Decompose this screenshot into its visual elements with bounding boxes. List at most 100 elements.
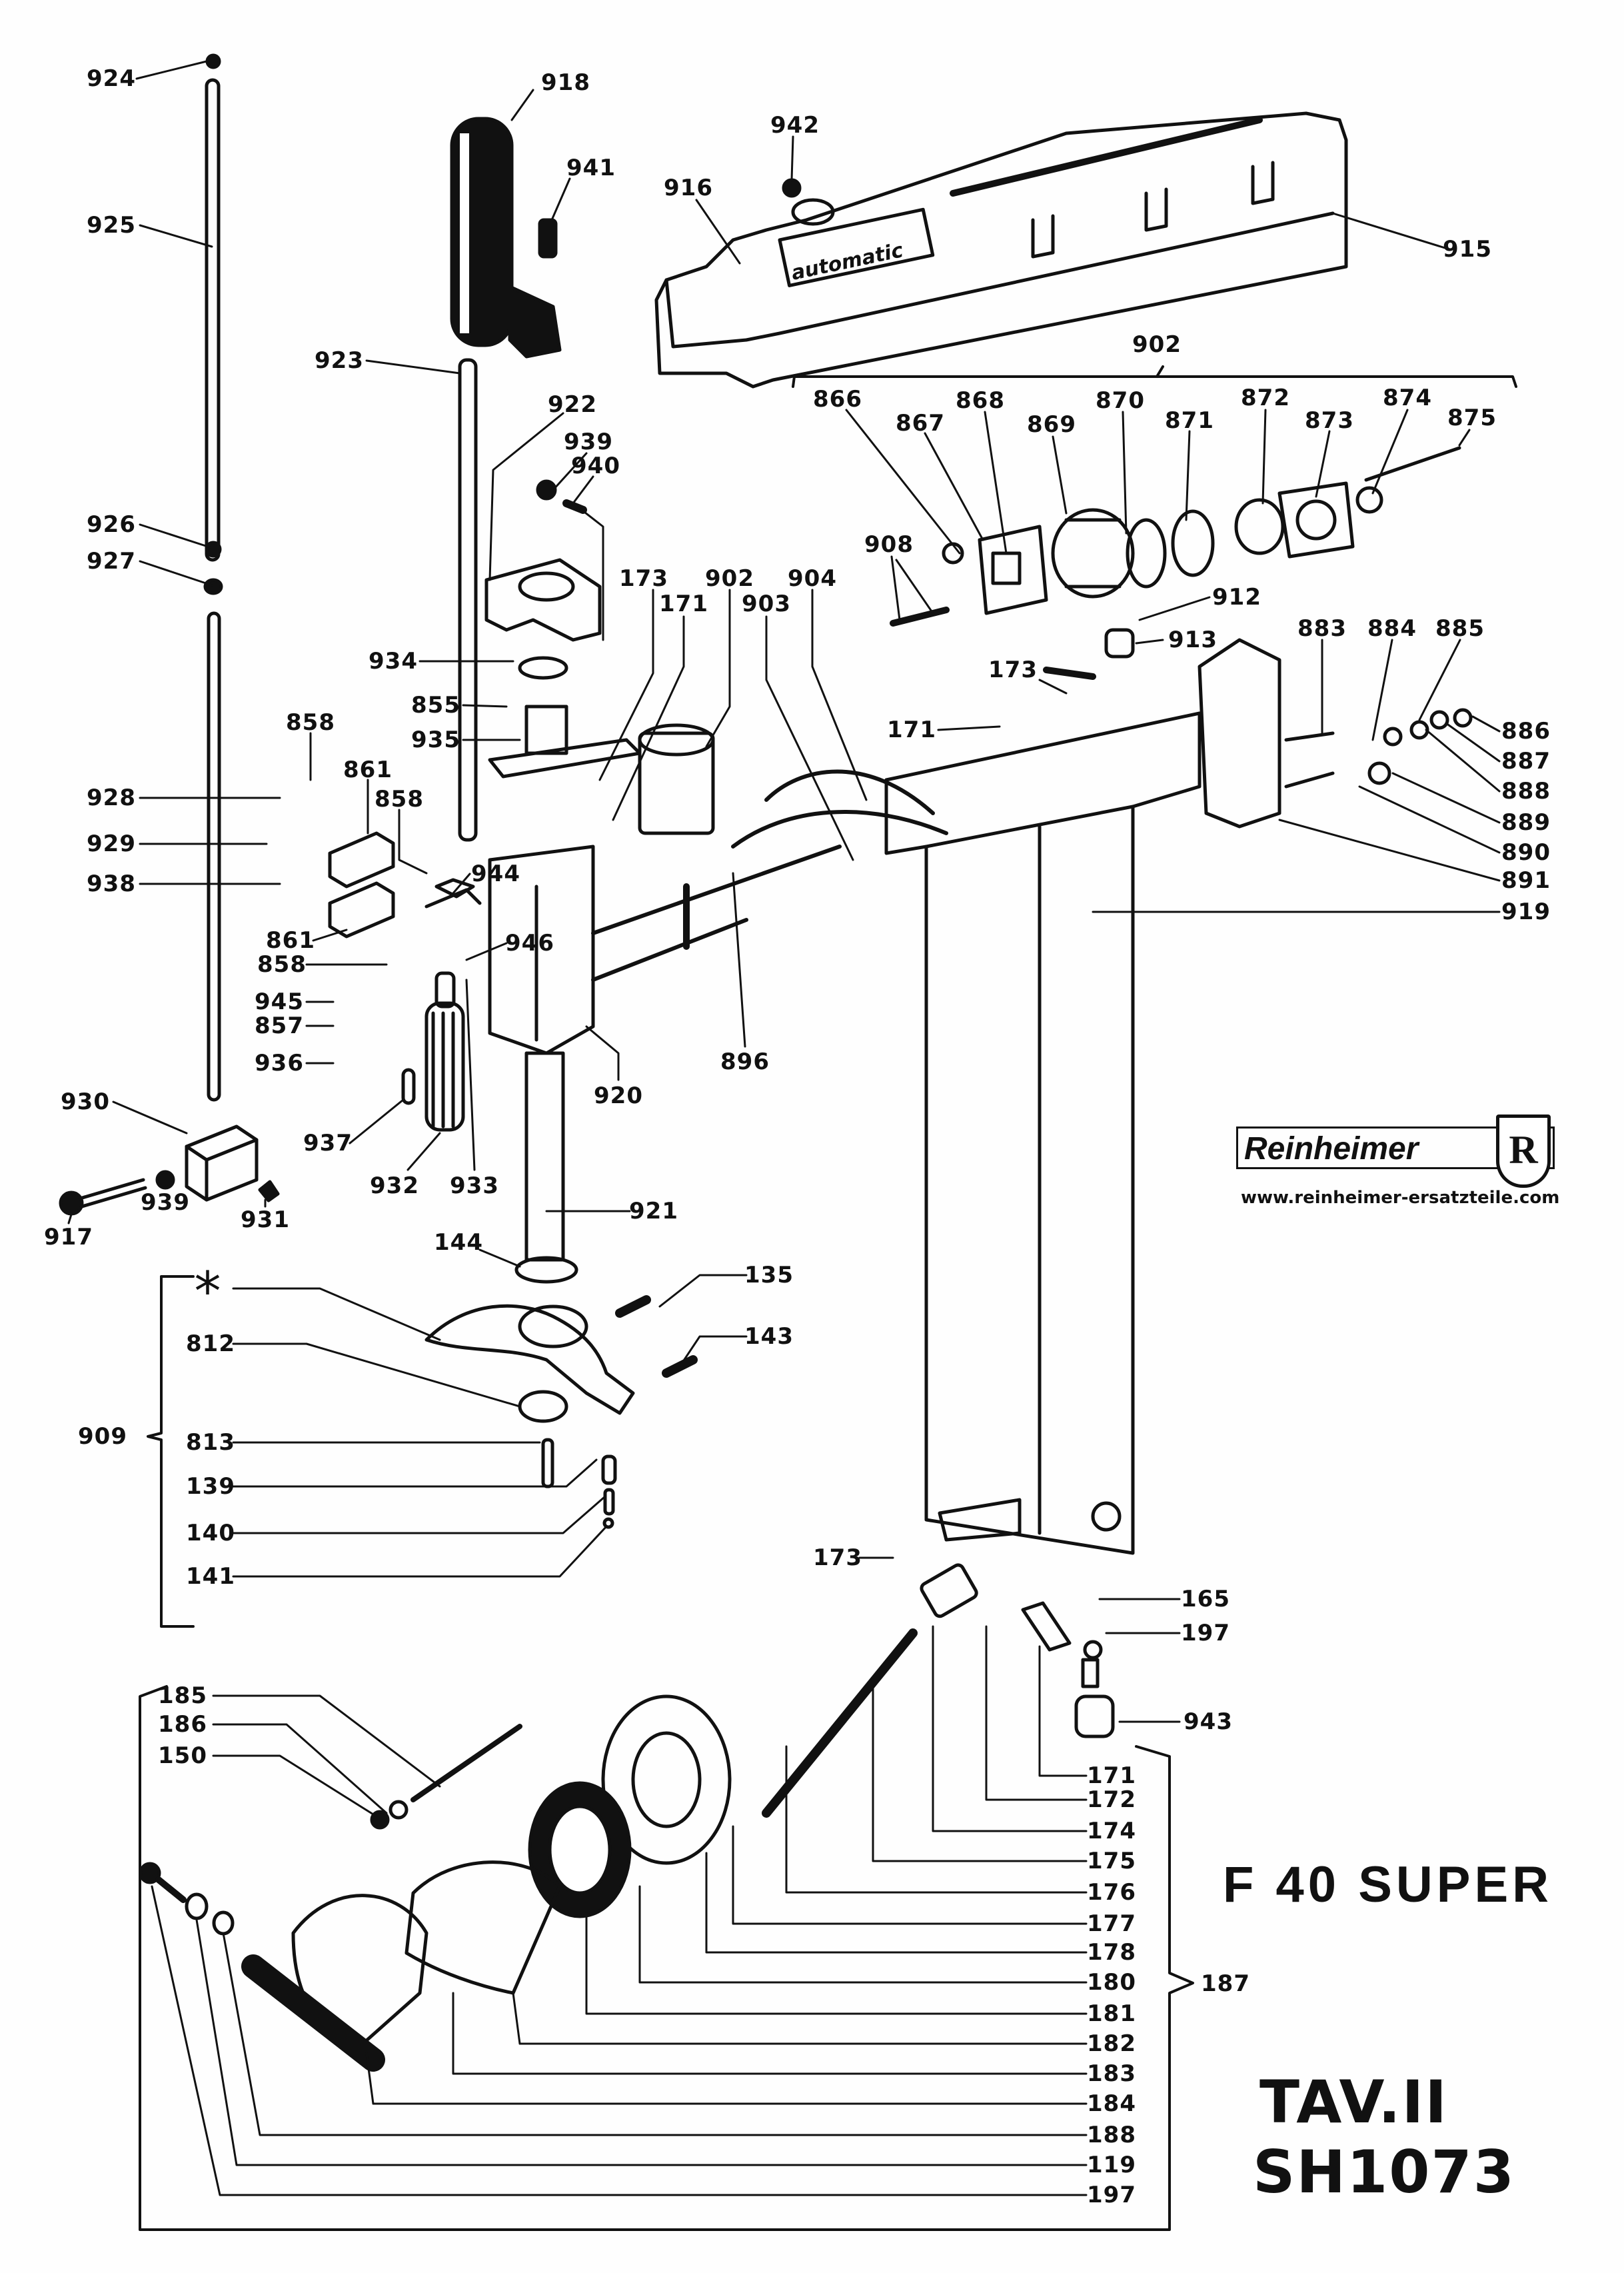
label-884: 884 bbox=[1367, 615, 1417, 642]
assembly-187-bracket bbox=[139, 1685, 1194, 2231]
label-182: 182 bbox=[1087, 2030, 1136, 2057]
label-927: 927 bbox=[87, 548, 136, 575]
label-177: 177 bbox=[1087, 1910, 1136, 1937]
label-913: 913 bbox=[1168, 627, 1218, 653]
label-139: 139 bbox=[186, 1473, 235, 1500]
label-916: 916 bbox=[664, 175, 713, 201]
pin-937 bbox=[401, 1068, 416, 1105]
label-925: 925 bbox=[87, 212, 136, 239]
shield-icon: R bbox=[1496, 1115, 1551, 1188]
label-939: 939 bbox=[564, 429, 613, 455]
label-939-b: 939 bbox=[141, 1189, 190, 1216]
label-144: 144 bbox=[434, 1229, 483, 1256]
label-917: 917 bbox=[44, 1224, 93, 1250]
label-944: 944 bbox=[471, 861, 520, 887]
label-929: 929 bbox=[87, 831, 136, 857]
label-185: 185 bbox=[158, 1682, 207, 1709]
label-171: 171 bbox=[659, 591, 708, 617]
label-813: 813 bbox=[186, 1429, 235, 1456]
label-902: 902 bbox=[705, 565, 754, 592]
label-945: 945 bbox=[255, 989, 304, 1015]
label-135: 135 bbox=[744, 1262, 794, 1288]
label-940: 940 bbox=[571, 453, 620, 479]
label-141: 141 bbox=[186, 1563, 235, 1590]
label-921: 921 bbox=[629, 1198, 678, 1224]
label-140: 140 bbox=[186, 1520, 235, 1546]
label-920: 920 bbox=[594, 1083, 643, 1109]
label-866: 866 bbox=[813, 386, 862, 413]
label-861: 861 bbox=[343, 757, 393, 783]
label-887: 887 bbox=[1501, 748, 1551, 775]
label-941: 941 bbox=[566, 155, 616, 181]
label-934: 934 bbox=[369, 648, 418, 675]
label-173-c: 173 bbox=[813, 1544, 862, 1571]
label-857: 857 bbox=[255, 1013, 304, 1039]
label-875: 875 bbox=[1447, 405, 1497, 431]
label-930: 930 bbox=[61, 1089, 110, 1115]
label-885: 885 bbox=[1435, 615, 1485, 642]
label-171-c: 171 bbox=[1087, 1762, 1136, 1789]
label-174: 174 bbox=[1087, 1818, 1136, 1844]
assembly-909-bracket bbox=[147, 1275, 195, 1628]
bolt-908 bbox=[890, 607, 950, 627]
label-890: 890 bbox=[1501, 839, 1551, 866]
label-197: 197 bbox=[1181, 1620, 1230, 1646]
label-891: 891 bbox=[1501, 867, 1551, 894]
logo-text: Reinheimer bbox=[1244, 1131, 1419, 1166]
label-883: 883 bbox=[1297, 615, 1347, 642]
pin-173 bbox=[1043, 667, 1096, 680]
label-935: 935 bbox=[411, 727, 460, 753]
label-173-b: 173 bbox=[988, 657, 1038, 683]
logo-frame bbox=[1236, 1127, 1555, 1169]
label-946: 946 bbox=[505, 930, 554, 957]
rod-923 bbox=[458, 358, 478, 842]
column-918 bbox=[450, 117, 562, 359]
cam-assembly-909 bbox=[424, 1295, 698, 1529]
knob-932 bbox=[424, 971, 465, 1132]
label-889: 889 bbox=[1501, 809, 1551, 836]
label-874: 874 bbox=[1383, 385, 1432, 411]
label-909-group: 909 bbox=[78, 1423, 127, 1450]
label-942: 942 bbox=[770, 112, 820, 139]
label-119: 119 bbox=[1087, 2152, 1136, 2178]
label-937: 937 bbox=[303, 1130, 353, 1156]
label-858: 858 bbox=[286, 709, 335, 736]
label-922: 922 bbox=[548, 391, 597, 418]
label-175: 175 bbox=[1087, 1848, 1136, 1874]
website-url[interactable]: www.reinheimer-ersatzteile.com bbox=[1241, 1188, 1560, 1208]
label-176: 176 bbox=[1087, 1879, 1136, 1906]
body-919 bbox=[884, 711, 1202, 1555]
shield-letter: R bbox=[1509, 1128, 1538, 1172]
label-150: 150 bbox=[158, 1742, 207, 1769]
label-886: 886 bbox=[1501, 718, 1551, 745]
switch-blocks-861 bbox=[328, 831, 482, 939]
label-143: 143 bbox=[744, 1323, 794, 1350]
rod-925 bbox=[203, 53, 223, 1102]
label-904: 904 bbox=[788, 565, 837, 592]
label-855: 855 bbox=[411, 692, 460, 719]
label-915: 915 bbox=[1443, 236, 1492, 263]
label-173: 173 bbox=[619, 565, 668, 592]
label-902-group: 902 bbox=[1132, 331, 1182, 358]
model-title: F 40 SUPER bbox=[1223, 1856, 1553, 1913]
label-926: 926 bbox=[87, 511, 136, 538]
label-896: 896 bbox=[720, 1049, 770, 1075]
label-171-b: 171 bbox=[887, 717, 936, 743]
cap-942 bbox=[782, 178, 802, 198]
label-asterisk: * bbox=[194, 1260, 222, 1322]
label-812: 812 bbox=[186, 1330, 235, 1357]
spindle-920-921 bbox=[488, 705, 642, 1284]
label-197-b: 197 bbox=[1087, 2182, 1136, 2208]
label-181: 181 bbox=[1087, 2000, 1136, 2027]
reinheimer-logo: Reinheimer R bbox=[1236, 1115, 1556, 1188]
label-873: 873 bbox=[1305, 407, 1354, 434]
housing-badge-text: automatic bbox=[789, 239, 905, 285]
label-903: 903 bbox=[742, 591, 791, 617]
pump-assembly-187 bbox=[139, 1563, 1115, 2072]
label-187-group: 187 bbox=[1201, 1970, 1250, 1997]
label-188: 188 bbox=[1087, 2122, 1136, 2148]
block-930 bbox=[185, 1125, 259, 1202]
label-912: 912 bbox=[1212, 584, 1261, 611]
plate-number: TAV.II bbox=[1259, 2068, 1449, 2136]
